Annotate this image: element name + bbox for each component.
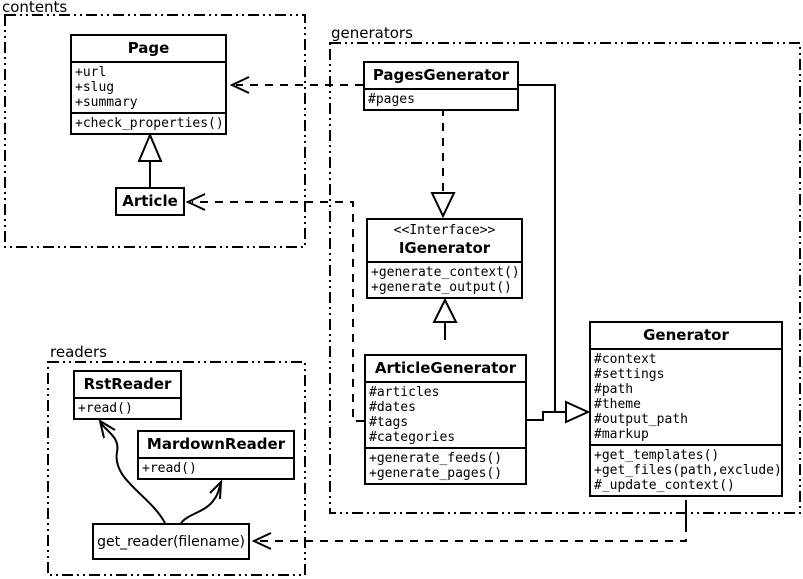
method-row: +generate_context() bbox=[371, 265, 520, 280]
attribute-row: #tags bbox=[369, 415, 409, 430]
class-mardownreader: MardownReader +read() bbox=[137, 430, 295, 480]
attribute-row: +slug bbox=[75, 80, 115, 95]
edge-pagesgenerator-realizes-igenerator bbox=[430, 108, 456, 219]
method-row: +check_properties() bbox=[75, 116, 224, 131]
edge-article-extends-page bbox=[137, 132, 163, 188]
class-pagesgenerator-title: PagesGenerator bbox=[372, 66, 510, 84]
method-row: +get_files(path,exclude) bbox=[594, 463, 782, 478]
attribute-row: #output_path bbox=[594, 412, 688, 427]
attribute-row: #pages bbox=[368, 92, 415, 107]
attribute-row: #context bbox=[594, 352, 657, 367]
function-get-reader-box: get_reader(filename) bbox=[92, 523, 250, 560]
class-generator-attributes: #context #settings #path #theme #output_… bbox=[591, 348, 781, 444]
class-page: Page +url +slug +summary +check_properti… bbox=[70, 34, 227, 135]
edge-getreader-to-mardownreader bbox=[180, 479, 223, 524]
class-generator-title: Generator bbox=[643, 326, 729, 344]
attribute-row: #categories bbox=[369, 430, 456, 445]
class-article: Article bbox=[115, 187, 185, 216]
package-readers-border bbox=[47, 361, 306, 576]
class-page-attributes: +url +slug +summary bbox=[72, 61, 225, 112]
method-row: +get_templates() bbox=[594, 448, 720, 463]
class-articlegenerator-attributes: #articles #dates #tags #categories bbox=[366, 381, 525, 447]
attribute-row: #dates bbox=[369, 400, 416, 415]
edge-getreader-to-rstreader bbox=[98, 418, 166, 524]
class-mardownreader-title: MardownReader bbox=[146, 435, 286, 453]
method-row: +generate_output() bbox=[371, 280, 512, 295]
method-row: #_update_context() bbox=[594, 478, 735, 493]
attribute-row: #settings bbox=[594, 367, 665, 382]
class-page-title: Page bbox=[127, 39, 170, 57]
class-mardownreader-methods: +read() bbox=[139, 457, 293, 478]
edge-pagesgenerator-depends-page bbox=[229, 76, 363, 94]
class-articlegenerator-methods: +generate_feeds() +generate_pages() bbox=[366, 447, 525, 483]
class-rstreader-methods: +read() bbox=[75, 397, 180, 418]
method-row: +generate_feeds() bbox=[369, 451, 503, 466]
package-readers-label: readers bbox=[50, 343, 107, 361]
attribute-row: #articles bbox=[369, 385, 440, 400]
package-generators-label: generators bbox=[331, 24, 413, 42]
edge-articlegenerator-implements-igenerator bbox=[432, 297, 458, 340]
class-generator: Generator #context #settings #path #them… bbox=[589, 321, 783, 497]
attribute-row: #markup bbox=[594, 427, 649, 442]
method-row: +generate_pages() bbox=[369, 466, 503, 481]
class-rstreader-title: RstReader bbox=[83, 375, 172, 393]
package-contents-label: contents bbox=[2, 0, 68, 16]
attribute-row: +summary bbox=[75, 95, 138, 110]
method-row: +read() bbox=[78, 401, 133, 416]
class-igenerator-methods: +generate_context() +generate_output() bbox=[368, 261, 521, 297]
class-article-title: Article bbox=[122, 192, 178, 210]
class-generator-methods: +get_templates() +get_files(path,exclude… bbox=[591, 444, 782, 495]
class-igenerator-stereotype: <<Interface>> bbox=[393, 223, 496, 238]
edge-generator-depends-getreader bbox=[251, 500, 687, 550]
class-rstreader: RstReader +read() bbox=[73, 370, 182, 420]
attribute-row: +url bbox=[75, 65, 107, 80]
class-pagesgenerator-attributes: #pages bbox=[365, 88, 517, 109]
method-row: +read() bbox=[142, 461, 197, 476]
edge-articlegenerator-depends-article bbox=[185, 193, 364, 422]
class-articlegenerator: ArticleGenerator #articles #dates #tags … bbox=[364, 354, 527, 485]
function-get-reader-label: get_reader(filename) bbox=[97, 533, 245, 550]
class-articlegenerator-title: ArticleGenerator bbox=[374, 359, 517, 377]
class-igenerator: <<Interface>> IGenerator +generate_conte… bbox=[366, 218, 523, 299]
class-igenerator-header: <<Interface>> IGenerator bbox=[368, 220, 521, 261]
class-pagesgenerator: PagesGenerator #pages bbox=[363, 61, 519, 111]
attribute-row: #theme bbox=[594, 397, 641, 412]
attribute-row: #path bbox=[594, 382, 634, 397]
edge-generators-extend-generator bbox=[519, 84, 591, 424]
class-page-methods: +check_properties() bbox=[72, 112, 225, 133]
package-generators-border bbox=[329, 42, 801, 514]
package-contents-border bbox=[4, 14, 306, 248]
class-igenerator-title: IGenerator bbox=[398, 239, 491, 257]
